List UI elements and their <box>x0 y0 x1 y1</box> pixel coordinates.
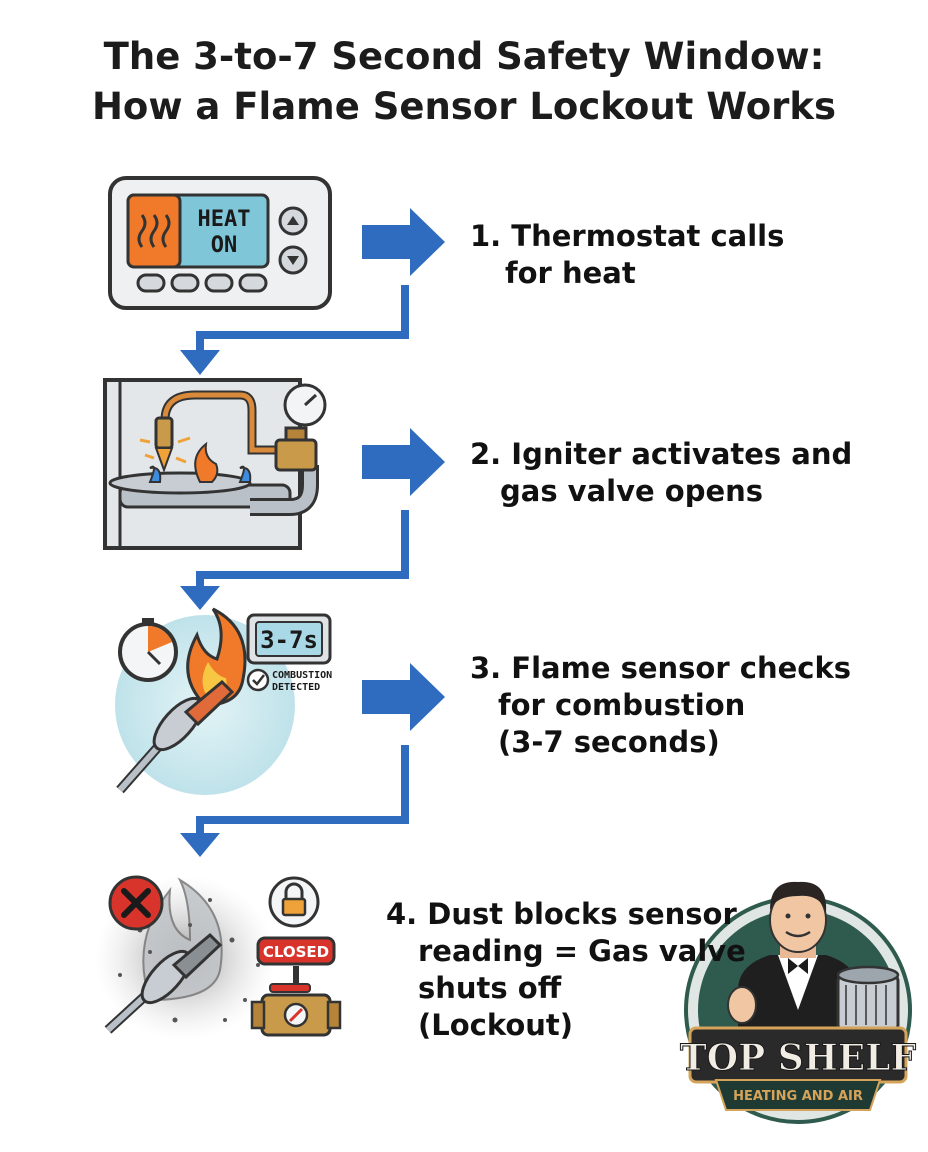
top-shelf-logo <box>684 881 912 1124</box>
burner-assembly-icon <box>103 378 327 550</box>
step-3-line-3: (3-7 seconds) <box>498 725 720 759</box>
logo-tagline: HEATING AND AIR <box>733 1089 863 1104</box>
step-3-line-1: 3. Flame sensor checks <box>470 651 851 685</box>
closed-label: CLOSED <box>263 943 329 961</box>
title-line-2: How a Flame Sensor Lockout Works <box>91 85 837 128</box>
right-arrow-3 <box>362 663 445 731</box>
right-arrow-1 <box>362 208 445 276</box>
logo-name: TOP SHELF <box>680 1037 917 1079</box>
title-line-1: The 3-to-7 Second Safety Window: <box>103 35 825 78</box>
step-1-label: 1. Thermostat calls for heat <box>470 218 784 292</box>
connector-arrowhead-1 <box>180 350 220 375</box>
step-3-line-2: for combustion <box>498 688 746 722</box>
step-4-line-2: reading = Gas valve <box>418 934 746 968</box>
step-2-line-2: gas valve opens <box>500 474 764 508</box>
connector-arrow-3 <box>196 745 409 835</box>
thermostat-heat-text: HEAT <box>198 207 251 232</box>
thermostat-icon <box>108 176 332 310</box>
page-title: The 3-to-7 Second Safety Window: How a F… <box>0 32 928 132</box>
right-arrow-2 <box>362 428 445 496</box>
flame-sensor-icon <box>115 607 332 795</box>
connector-arrowhead-2 <box>180 586 220 610</box>
step-1-line-1: 1. Thermostat calls <box>470 219 785 253</box>
thermostat-on-text: ON <box>211 233 238 258</box>
timer-display-text: 3-7s <box>260 626 318 654</box>
step-2-line-1: 2. Igniter activates and <box>470 437 853 471</box>
step-4-line-4: (Lockout) <box>418 1008 574 1042</box>
dust-lockout-icon <box>95 875 342 1040</box>
combustion-status-line-1: COMBUSTION <box>272 670 332 681</box>
connector-arrow-1 <box>196 285 409 352</box>
step-2-label: 2. Igniter activates and gas valve opens <box>470 436 852 510</box>
step-4-label: 4. Dust blocks sensor reading = Gas valv… <box>386 896 746 1044</box>
connector-arrow-2 <box>196 510 409 588</box>
connector-arrowhead-3 <box>180 833 220 857</box>
step-1-line-2: for heat <box>505 256 636 290</box>
combustion-status-line-2: DETECTED <box>272 682 320 693</box>
step-3-label: 3. Flame sensor checks for combustion (3… <box>470 650 851 761</box>
step-4-line-1: 4. Dust blocks sensor <box>386 897 737 931</box>
step-4-line-3: shuts off <box>418 971 562 1005</box>
